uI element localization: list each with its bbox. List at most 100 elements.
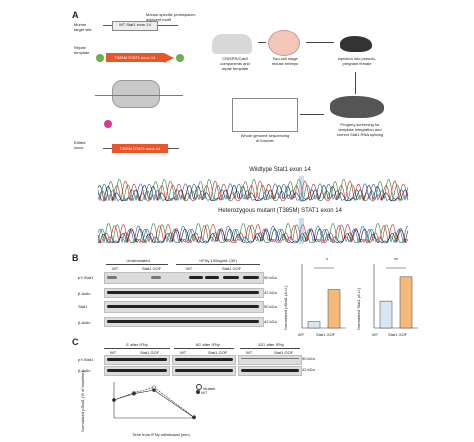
c-line-120 — [240, 348, 300, 349]
b-xlabel-1a: WT — [298, 332, 305, 337]
dna-strand — [95, 95, 183, 96]
point-wt — [112, 398, 116, 402]
wgs-label: Whole genome sequencing of founder — [240, 133, 290, 143]
injection-label: Injection into pseudo- pregnant female — [337, 56, 377, 66]
c-t60-label: 60' after IFNγ — [196, 342, 220, 347]
c-wt-2: WT — [180, 350, 187, 355]
band — [107, 320, 259, 323]
b-ylabel-2: Normalized Stat1 (A.U.) — [356, 287, 361, 330]
b-kda-2: 42 kDa — [264, 290, 277, 295]
band — [205, 276, 219, 279]
b-xlabel-2a: WT — [372, 332, 379, 337]
unstim-label: Unstimulated — [126, 258, 150, 263]
wildtype-chromatogram — [97, 178, 409, 202]
band — [175, 358, 233, 361]
ifn-label: +IFNγ 100ng/mL (30') — [198, 258, 238, 263]
crispr-label: CRISPR/Cas9 components and repair templa… — [220, 56, 250, 71]
bar-stat1-gof — [327, 289, 341, 329]
wt-exon-box: WT Stat1 exon 14 — [112, 21, 158, 31]
murine-target-label: Murine target site — [74, 22, 92, 32]
band — [151, 276, 161, 279]
b-gof-label-1: Stat1 GOF — [142, 266, 162, 271]
bar-chart-pstat1 — [301, 264, 346, 329]
b-sig-2: ** — [394, 258, 398, 264]
c-legend-mutant-text: Mutant — [203, 386, 216, 391]
bar-wt — [307, 321, 321, 329]
band — [107, 358, 167, 361]
nuclease-icon — [104, 120, 112, 128]
c-wt-3: WT — [246, 350, 253, 355]
mouse-icon — [340, 36, 372, 52]
panel-a-label: A — [72, 10, 79, 20]
b-row-label-1: pY-Stat1 — [78, 275, 94, 280]
t385m-exon-box: T385M STAT1 exon 14 — [106, 53, 164, 62]
c-blot-py-60 — [172, 355, 236, 365]
homology-arm-left — [96, 54, 104, 62]
c-gof-2: Stat1 GOF — [208, 350, 228, 355]
b-wt-label-1: WT — [112, 266, 119, 271]
homology-arm-right — [176, 54, 184, 62]
b-row-label-4: β-Actin — [78, 320, 91, 325]
embryo-icon — [268, 30, 300, 56]
point-wt — [132, 391, 136, 396]
band — [241, 358, 299, 359]
pam-note: Mouse-specific protospacer- adjacent mot… — [146, 12, 197, 22]
c-row-label-2: β-Actin — [78, 368, 91, 373]
point-wt — [152, 388, 156, 392]
wildtype-trace-title: Wildtype Stat1 exon 14 — [249, 167, 311, 173]
b-ylabel-1: Normalized pStat1 (A.U.) — [283, 285, 288, 330]
crispr-components-icon — [212, 34, 252, 54]
c-legend-wt: WT — [196, 390, 207, 395]
b-kda-3: 90 kDa — [264, 304, 277, 309]
c-blot-actin-0 — [104, 366, 170, 376]
blot-actin-1 — [104, 288, 264, 298]
mutant-trace-title: Heterozygous mutant (T385M) STAT1 exon 1… — [218, 208, 342, 214]
c-t0-label: 0' after IFNγ — [126, 342, 148, 347]
b-row-label-2: β-Actin — [78, 291, 91, 296]
blot-actin-2 — [104, 317, 264, 327]
line-chart-kinetics — [112, 382, 196, 420]
bar-chart-stat1 — [373, 264, 418, 329]
c-blot-py-120 — [238, 355, 302, 365]
edited-exon-box: T385M STAT1 exon 14 — [112, 144, 168, 153]
band — [175, 369, 233, 372]
series-line-wt — [113, 389, 195, 418]
progeny-mice-icon — [330, 96, 384, 118]
b-row-label-3: Stat1 — [78, 304, 88, 309]
c-blot-actin-60 — [172, 366, 236, 376]
bar-stat1-gof — [399, 276, 413, 329]
c-ylabel: Normalized pStat1 (% of baseline) — [80, 371, 85, 432]
c-legend-wt-text: WT — [201, 390, 208, 395]
ifn-line — [176, 264, 260, 265]
c-wt-1: WT — [110, 350, 117, 355]
band — [107, 305, 259, 308]
band — [107, 369, 167, 372]
b-kda-4: 42 kDa — [264, 319, 277, 324]
band — [243, 276, 259, 279]
band — [107, 276, 117, 279]
b-sig-1: * — [326, 258, 328, 264]
c-gof-1: Stat1 GOF — [140, 350, 160, 355]
b-xlabel-1b: Stat1 GOF — [316, 332, 336, 337]
band — [223, 276, 239, 279]
mutant-variant-highlight — [299, 218, 304, 244]
mutant-chromatogram — [97, 222, 409, 244]
embryo-label: Two-cell stage mouse embryo — [271, 56, 299, 66]
wt-variant-highlight — [299, 176, 304, 202]
panel-b-label: B — [72, 253, 79, 263]
band — [107, 291, 259, 294]
progeny-label: Progeny screening for template integrati… — [336, 122, 384, 137]
c-legend-mutant: Mutant — [196, 384, 215, 391]
exon-arrow — [164, 53, 174, 63]
c-blot-actin-120 — [238, 366, 302, 376]
band — [241, 369, 299, 372]
band — [189, 276, 203, 279]
cas9-complex — [112, 80, 160, 108]
blot-stat1 — [104, 301, 264, 313]
blot-py-stat1 — [104, 272, 264, 284]
unstim-line — [106, 264, 168, 265]
b-kda-1: 90 kDa — [264, 275, 277, 280]
c-line-60 — [174, 348, 234, 349]
panel-c-label: C — [72, 337, 79, 347]
bar-wt — [379, 300, 393, 329]
